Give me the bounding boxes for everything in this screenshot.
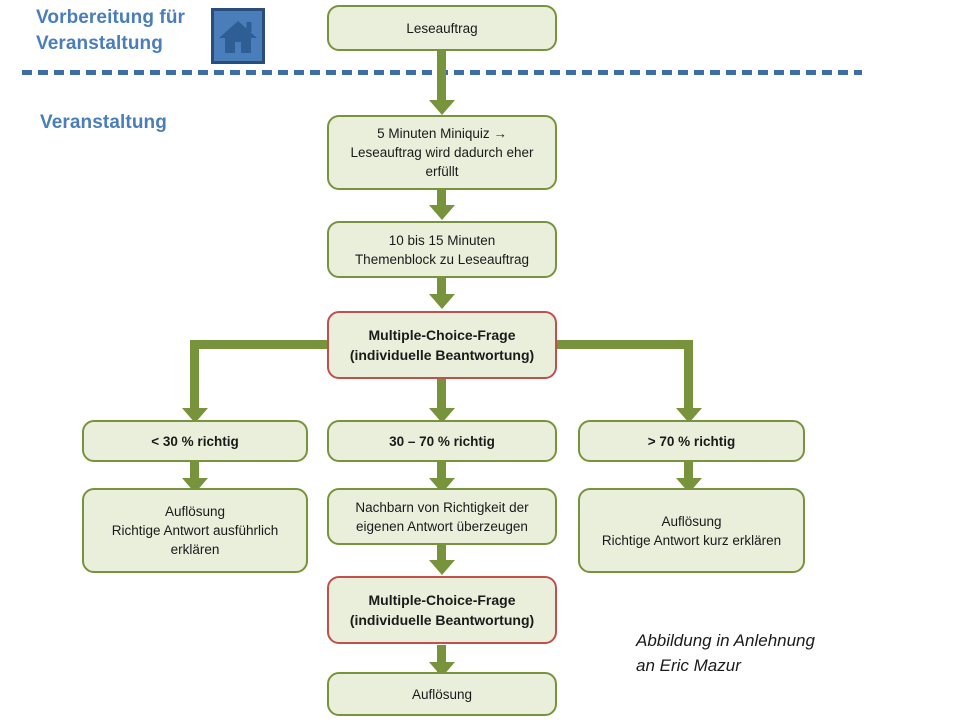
connector-high-result: [684, 460, 693, 484]
node-branch-mid[interactable]: 30 – 70 % richtig: [327, 420, 557, 462]
node-aufloesung-final[interactable]: Auflösung: [327, 672, 557, 716]
arrowhead-branch-low: [181, 408, 208, 423]
arrowhead-themenblock: [428, 205, 455, 220]
node-result-high[interactable]: Auflösung Richtige Antwort kurz erklären: [578, 488, 805, 573]
node-multiple-choice-frage-1[interactable]: Multiple-Choice-Frage (individuelle Bean…: [327, 311, 557, 379]
node-result-low[interactable]: Auflösung Richtige Antwort ausführlich e…: [82, 488, 308, 573]
node-result-mid[interactable]: Nachbarn von Richtigkeit der eigenen Ant…: [327, 488, 557, 545]
arrowhead-miniquiz: [428, 100, 455, 115]
node-multiple-choice-frage-2[interactable]: Multiple-Choice-Frage (individuelle Bean…: [327, 576, 557, 644]
connector-branch-left-vertical: [190, 340, 199, 415]
connector-themenblock-mcfrage: [437, 277, 446, 299]
connector-low-result: [190, 460, 199, 484]
node-themenblock[interactable]: 10 bis 15 Minuten Themenblock zu Leseauf…: [327, 221, 557, 278]
connector-midresult-mcfrage2: [437, 543, 446, 567]
connector-mid-result: [437, 460, 446, 484]
node-miniquiz[interactable]: 5 Minuten Miniquiz → Leseauftrag wird da…: [327, 115, 557, 190]
arrowhead-mcfrage-2: [428, 560, 455, 575]
node-branch-high[interactable]: > 70 % richtig: [578, 420, 805, 462]
connector-mcfrage2-aufloesung: [437, 645, 446, 672]
section-heading-preparation: Vorbereitung für Veranstaltung: [36, 7, 186, 54]
arrowhead-mcfrage-1: [428, 294, 455, 309]
section-heading-event: Veranstaltung: [40, 112, 167, 133]
connector-branch-right-horizontal: [549, 340, 693, 349]
attribution-caption: Abbildung in Anlehnung an Eric Mazur: [636, 631, 815, 675]
connector-branch-left-horizontal: [190, 340, 335, 349]
arrowhead-branch-mid: [428, 408, 455, 423]
connector-leseauftrag-miniquiz: [437, 50, 446, 105]
arrowhead-branch-high: [675, 408, 702, 423]
house-icon: [211, 8, 265, 64]
node-branch-low[interactable]: < 30 % richtig: [82, 420, 308, 462]
node-leseauftrag[interactable]: Leseauftrag: [327, 5, 557, 51]
connector-branch-right-vertical: [684, 340, 693, 415]
connector-branch-center-vertical: [437, 378, 446, 416]
connector-miniquiz-themenblock: [437, 188, 446, 210]
